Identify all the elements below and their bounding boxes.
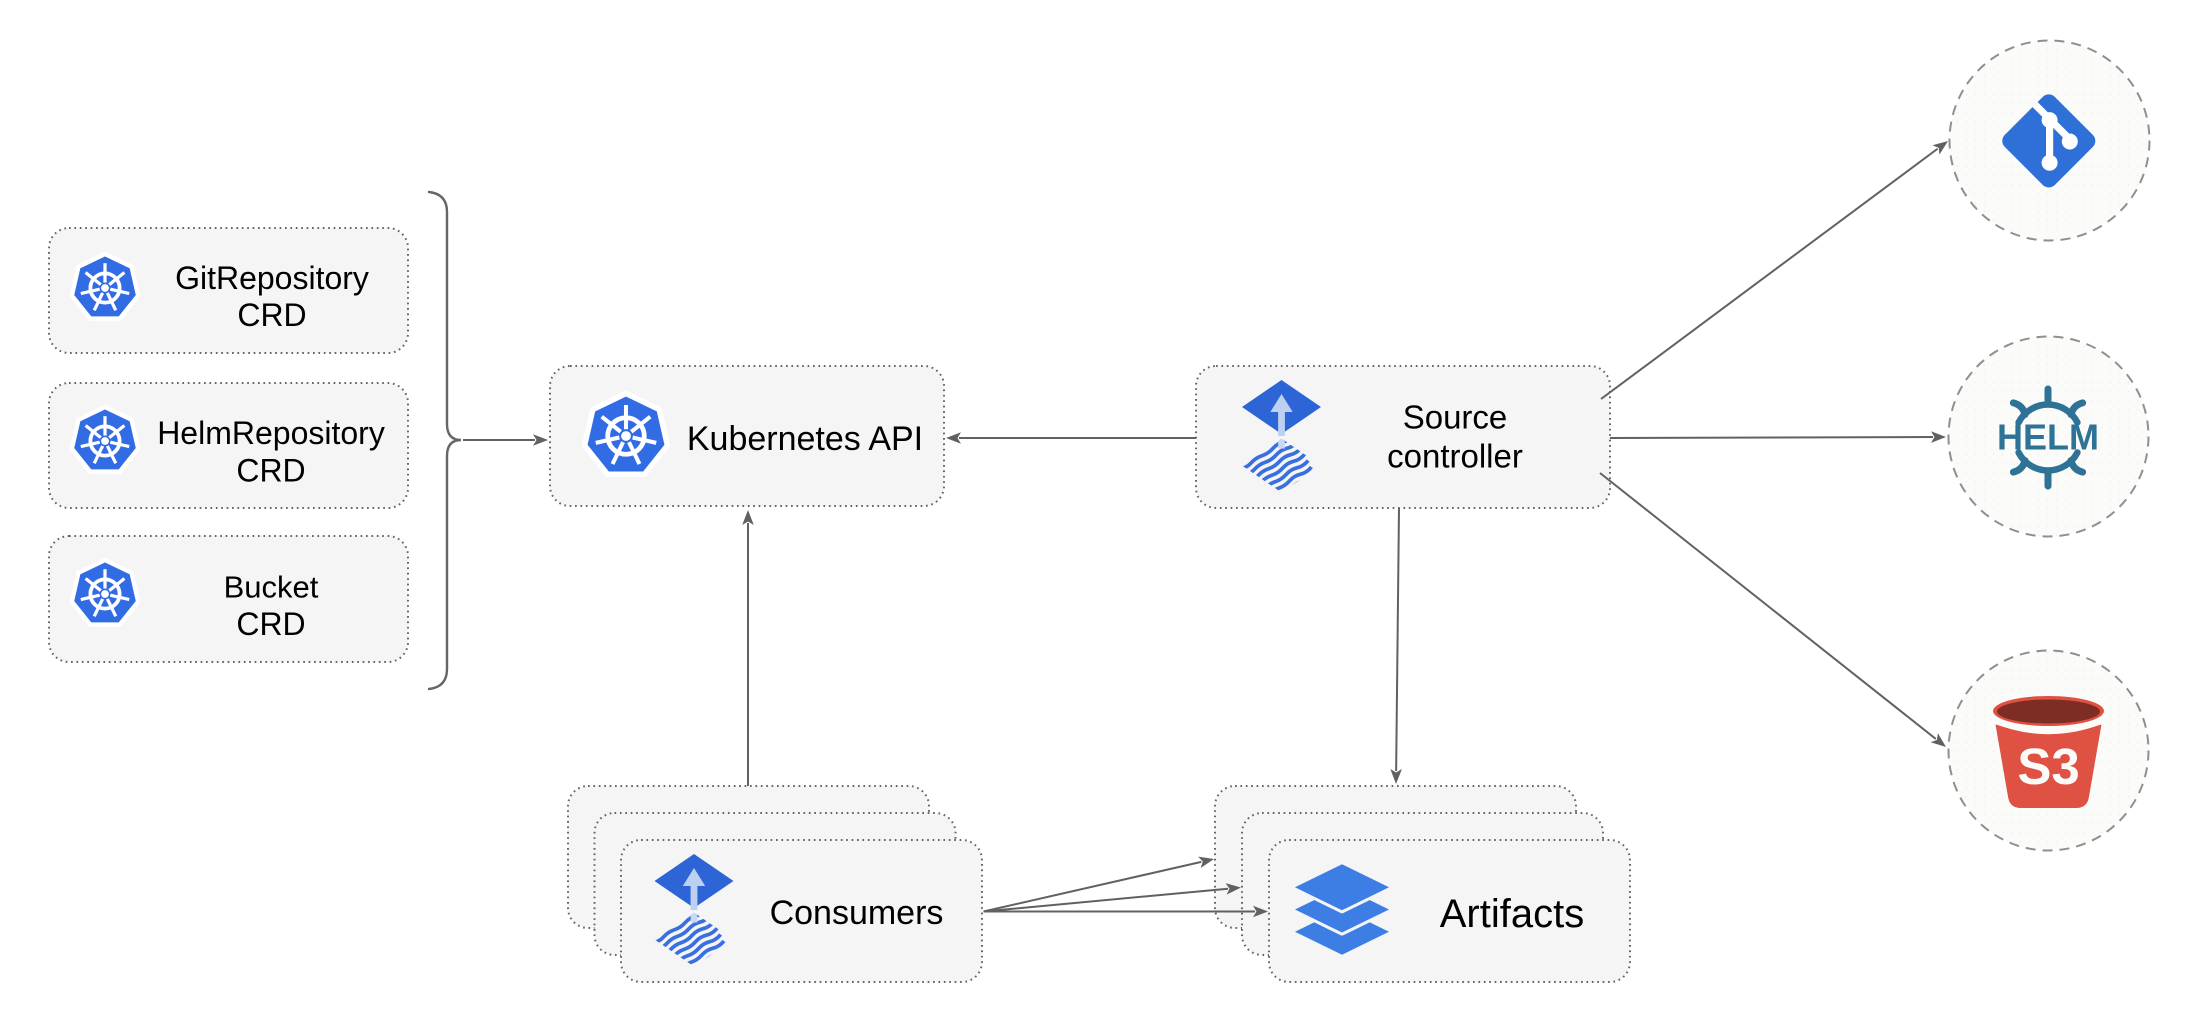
svg-text:CRD: CRD — [237, 297, 306, 333]
svg-text:HelmRepository: HelmRepository — [157, 415, 385, 451]
svg-text:CRD: CRD — [236, 606, 305, 642]
svg-text:controller: controller — [1387, 438, 1523, 475]
svg-text:Consumers: Consumers — [770, 894, 944, 932]
svg-text:Bucket: Bucket — [224, 570, 319, 605]
svg-text:S3: S3 — [2017, 738, 2079, 795]
svg-text:Kubernetes API: Kubernetes API — [687, 420, 923, 458]
svg-text:Source: Source — [1403, 399, 1508, 436]
svg-text:GitRepository: GitRepository — [175, 260, 369, 296]
svg-text:Artifacts: Artifacts — [1440, 892, 1584, 936]
svg-text:CRD: CRD — [236, 453, 305, 489]
svg-text:HELM: HELM — [1997, 417, 2099, 458]
